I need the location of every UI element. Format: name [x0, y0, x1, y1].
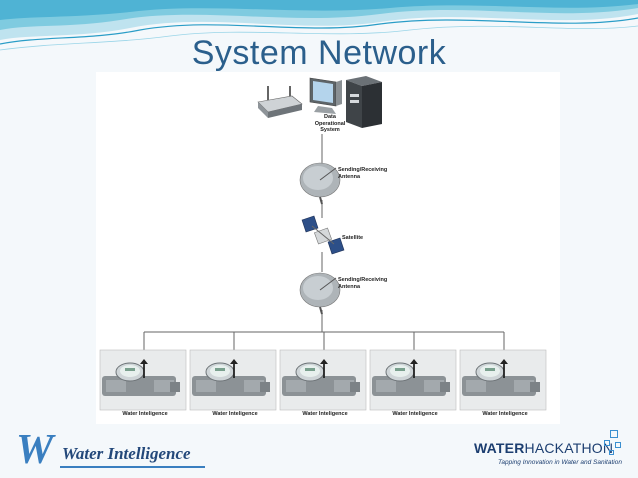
- logo-letter: W: [16, 427, 54, 473]
- meter-label: Water Inteligence: [482, 411, 528, 417]
- logo-square-icon: [610, 430, 618, 438]
- slide-title: System Network: [191, 34, 447, 72]
- network-diagram: Data Operational System Sending/Receivin…: [96, 72, 560, 424]
- meter-label: Water Inteligence: [392, 411, 438, 417]
- logo-square-icon: [615, 442, 621, 448]
- header-waves: [0, 0, 638, 51]
- water-meter-1: [99, 349, 187, 411]
- water-intelligence-logo: W Water Intelligence: [10, 427, 210, 473]
- antenna-top-label: Sending/Receiving Antenna: [338, 167, 388, 180]
- logo-name: WATERHACKATHON: [474, 440, 613, 456]
- meter-label: Water Inteligence: [302, 411, 348, 417]
- antenna-bottom-label: Sending/Receiving Antenna: [338, 277, 388, 290]
- water-meter-4: [369, 349, 457, 411]
- satellite-icon: [301, 215, 345, 255]
- server-icon: [346, 76, 382, 128]
- server-label: Data Operational System: [314, 114, 346, 133]
- logo-tagline: Tapping Innovation in Water and Sanitati…: [498, 459, 622, 466]
- router-icon: [257, 86, 303, 118]
- water-meter-3: [279, 349, 367, 411]
- meter-label: Water Inteligence: [122, 411, 168, 417]
- water-meter-5: [459, 349, 547, 411]
- logo-name-part1: WATER: [474, 440, 525, 456]
- monitor-icon: [309, 77, 342, 114]
- satellite-label: Satellite: [342, 235, 364, 241]
- logo-name-part2: HACKATHON: [524, 440, 614, 456]
- water-meter-2: [189, 349, 277, 411]
- logo-underline: [60, 466, 205, 468]
- diagram-graphics: [99, 76, 547, 411]
- logo-square-icon: [609, 450, 614, 455]
- logo-text: Water Intelligence: [62, 444, 191, 463]
- antenna-top-icon: [299, 162, 341, 205]
- antenna-bottom-icon: [299, 272, 341, 315]
- water-hackathon-logo: WATERHACKATHON Tapping Innovation in Wat…: [470, 428, 630, 472]
- logo-square-icon: [604, 440, 610, 446]
- meter-label: Water Inteligence: [212, 411, 258, 417]
